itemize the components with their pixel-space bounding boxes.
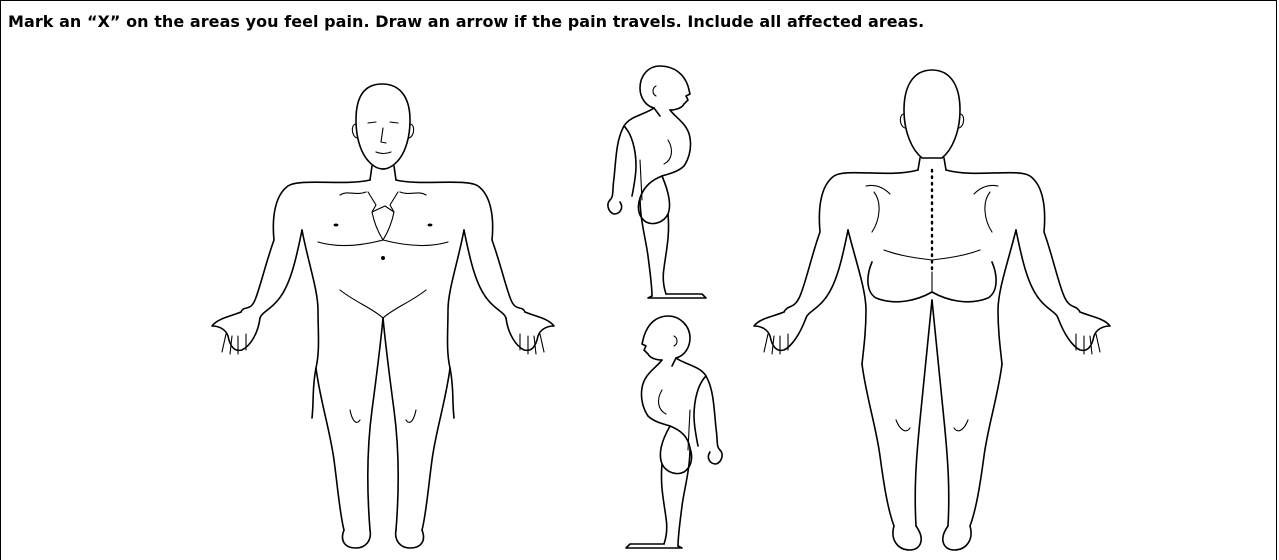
body-back-figure[interactable]	[754, 70, 1110, 550]
body-side-right-figure[interactable]	[608, 66, 706, 298]
body-side-left-figure[interactable]	[626, 316, 722, 548]
body-front-figure[interactable]	[212, 84, 554, 548]
